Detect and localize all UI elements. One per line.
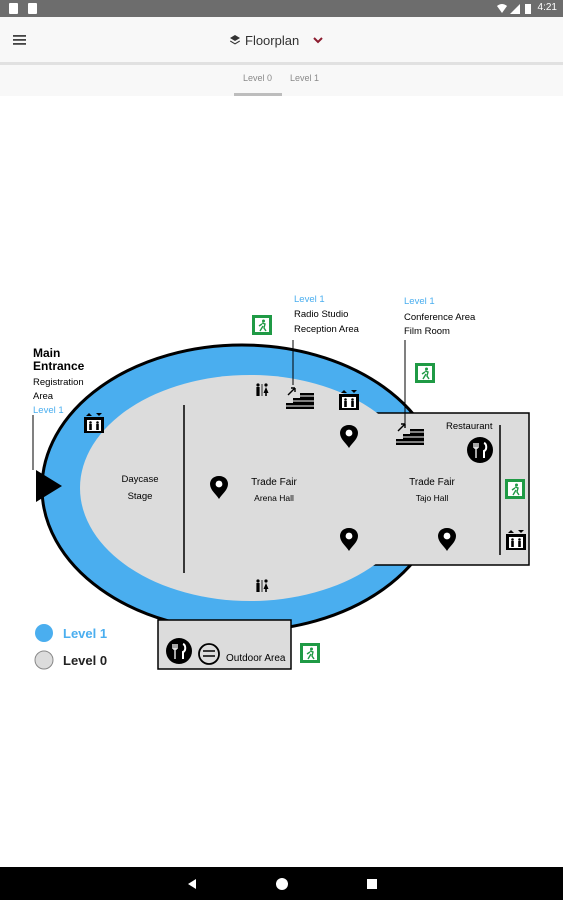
floorplan-map[interactable]: Main Entrance Registration Area Level 1 … (0, 96, 563, 867)
tab-indicator (234, 93, 282, 96)
emergency-exit-icon (504, 478, 526, 500)
system-nav-bar (0, 867, 563, 900)
legend-level-1-swatch (35, 624, 53, 642)
map-legend: Level 1 Level 0 (34, 624, 107, 670)
hamburger-menu-icon[interactable] (10, 31, 30, 49)
stage-label: Stage (128, 491, 153, 502)
conference-level-label: Level 1 (404, 296, 435, 307)
arena-hall-label: Arena Hall (254, 493, 294, 503)
conference-area-label: Conference Area (404, 312, 476, 323)
wifi-icon (497, 4, 507, 13)
back-icon[interactable] (184, 876, 200, 892)
restaurant-label: Restaurant (446, 421, 493, 432)
signal-icon (510, 4, 520, 14)
home-icon[interactable] (274, 876, 290, 892)
entrance-arrow-icon (36, 470, 62, 502)
area-label: Area (33, 391, 54, 402)
legend-level-1-label: Level 1 (63, 626, 107, 641)
tab-level-0[interactable]: Level 0 (243, 73, 273, 83)
dining-icon (466, 436, 494, 464)
battery-icon (525, 4, 531, 14)
entrance-level-label: Level 1 (33, 405, 64, 416)
emergency-exit-icon (299, 642, 321, 664)
main-entrance-title-1: Main (33, 346, 60, 360)
level-0-area (80, 375, 420, 601)
app-bar-divider (0, 62, 563, 65)
legend-level-0-label: Level 0 (63, 653, 107, 668)
main-entrance-title-2: Entrance (33, 359, 85, 373)
daycase-label: Daycase (122, 474, 159, 485)
legend-level-0-swatch (34, 650, 54, 670)
trade-fair-tajo-label: Trade Fair (409, 477, 455, 488)
registration-label: Registration (33, 377, 84, 388)
gallery-notification-icon (9, 3, 18, 14)
app-bar: Floorplan (0, 17, 563, 62)
reception-area-label: Reception Area (294, 324, 360, 335)
trade-fair-arena-label: Trade Fair (251, 477, 297, 488)
status-time: 4:21 (537, 2, 557, 13)
layers-icon (230, 35, 240, 45)
dining-icon (165, 637, 193, 665)
tab-level-1[interactable]: Level 1 (290, 73, 320, 83)
emergency-exit-icon (251, 314, 273, 336)
page-title: Floorplan (245, 32, 300, 48)
level-tabs: Level 0 Level 1 (0, 65, 563, 96)
radio-studio-level-label: Level 1 (294, 294, 325, 305)
floorplan-selector[interactable]: Floorplan (229, 30, 324, 50)
sim-notification-icon (28, 3, 37, 14)
recents-icon[interactable] (364, 876, 380, 892)
status-bar: 4:21 (0, 0, 563, 17)
tajo-hall-label: Tajo Hall (416, 493, 449, 503)
emergency-exit-icon (414, 362, 436, 384)
outdoor-area-label: Outdoor Area (226, 653, 286, 664)
chevron-down-icon[interactable] (312, 35, 324, 45)
status-icons (497, 4, 531, 14)
radio-studio-label: Radio Studio (294, 309, 348, 320)
coffee-icon (198, 643, 220, 665)
film-room-label: Film Room (404, 326, 450, 337)
